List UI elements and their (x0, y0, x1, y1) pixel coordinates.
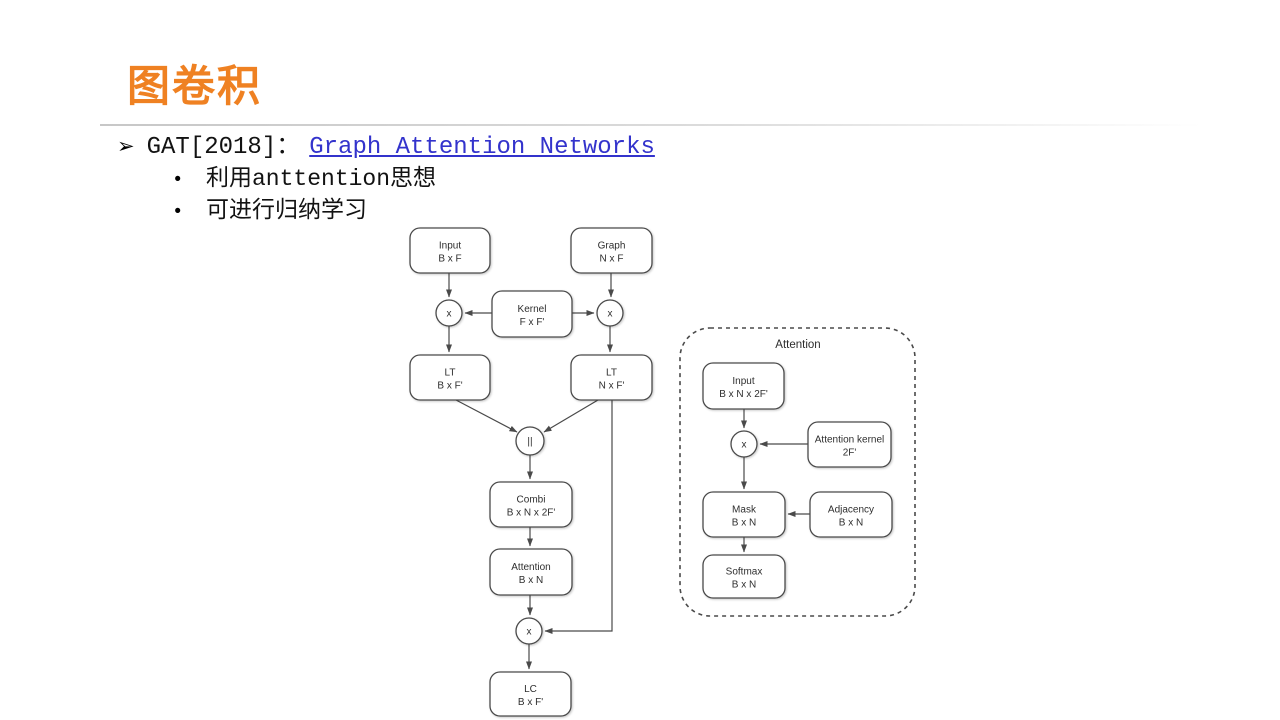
node-label: B x F (438, 254, 461, 265)
node-label: N x F (600, 254, 624, 265)
node-label: B x N x 2F' (719, 389, 768, 400)
node-label: B x F' (518, 697, 543, 708)
node-mask: Mask B x N (702, 491, 786, 538)
node-att-kernel: Attention kernel 2F' (807, 421, 892, 468)
bullet-item-inductive-learning: • 可进行归纳学习 (172, 195, 436, 227)
node-label: Adjacency (828, 505, 874, 516)
bullet-dot-icon: • (172, 201, 184, 223)
node-label: Input (439, 241, 461, 252)
node-label: Input (732, 376, 754, 387)
node-label: F x F' (520, 317, 545, 328)
node-label: LC (524, 684, 537, 695)
bullet-item-attention-idea: • 利用anttention思想 (172, 163, 436, 195)
node-attention-bn: Attention B x N (489, 548, 573, 596)
node-graph-nf: Graph N x F (570, 227, 653, 274)
node-label: Combi (517, 495, 546, 506)
op-label: x (742, 440, 747, 451)
op-label: x (527, 627, 532, 638)
op-concat: || (515, 426, 545, 456)
node-label: Graph (598, 241, 626, 252)
bullet-text: 利用anttention思想 (206, 166, 437, 192)
op-label: || (527, 437, 532, 448)
gat-heading-text: GAT[2018]： (146, 134, 301, 161)
node-softmax: Softmax B x N (702, 554, 786, 599)
attention-group-label: Attention (775, 339, 820, 351)
node-label: Softmax (726, 567, 763, 578)
node-label: N x F' (599, 381, 625, 392)
bullet-list: • 利用anttention思想 • 可进行归纳学习 (172, 163, 436, 227)
node-kernel: Kernel F x F' (491, 290, 573, 338)
gat-paper-link[interactable]: Graph Attention Networks (309, 134, 655, 161)
flow-edge (544, 400, 613, 634)
op-multiply-final: x (515, 617, 543, 645)
op-label: x (447, 309, 452, 320)
node-lt-n: LT N x F' (570, 354, 653, 401)
op-multiply-att: x (730, 430, 758, 458)
node-label: Kernel (518, 304, 547, 315)
node-label: Attention kernel (815, 435, 885, 446)
arrow-bullet-icon: ➢ (117, 134, 135, 158)
node-att-input: Input B x N x 2F' (702, 362, 785, 410)
node-label: B x N (839, 518, 863, 529)
node-label: LT (606, 368, 617, 379)
node-label: 2F' (843, 448, 857, 459)
node-label: B x N x 2F' (507, 508, 556, 519)
node-label: LT (445, 368, 456, 379)
node-label: B x N (732, 580, 756, 591)
node-label: Attention (511, 562, 550, 573)
attention-subgraph-group: Attention (679, 327, 916, 617)
op-multiply-left: x (435, 299, 463, 327)
node-label: B x N (732, 518, 756, 529)
bullet-dot-icon: • (172, 169, 184, 191)
node-label: B x N (519, 575, 543, 586)
flow-edge (455, 399, 518, 433)
node-adjacency: Adjacency B x N (809, 491, 893, 538)
node-combi: Combi B x N x 2F' (489, 481, 573, 528)
node-lc: LC B x F' (489, 671, 572, 717)
node-input-bf: Input B x F (409, 227, 491, 274)
flow-edge (543, 399, 599, 433)
op-multiply-right: x (596, 299, 624, 327)
node-label: Mask (732, 505, 757, 516)
node-lt-b: LT B x F' (409, 354, 491, 401)
gat-heading: ➢ GAT[2018]： Graph Attention Networks (117, 131, 655, 163)
node-label: B x F' (437, 381, 462, 392)
page-title: 图卷积 (127, 62, 262, 112)
title-divider (100, 124, 1236, 126)
op-label: x (608, 309, 613, 320)
bullet-text: 可进行归纳学习 (206, 198, 367, 224)
